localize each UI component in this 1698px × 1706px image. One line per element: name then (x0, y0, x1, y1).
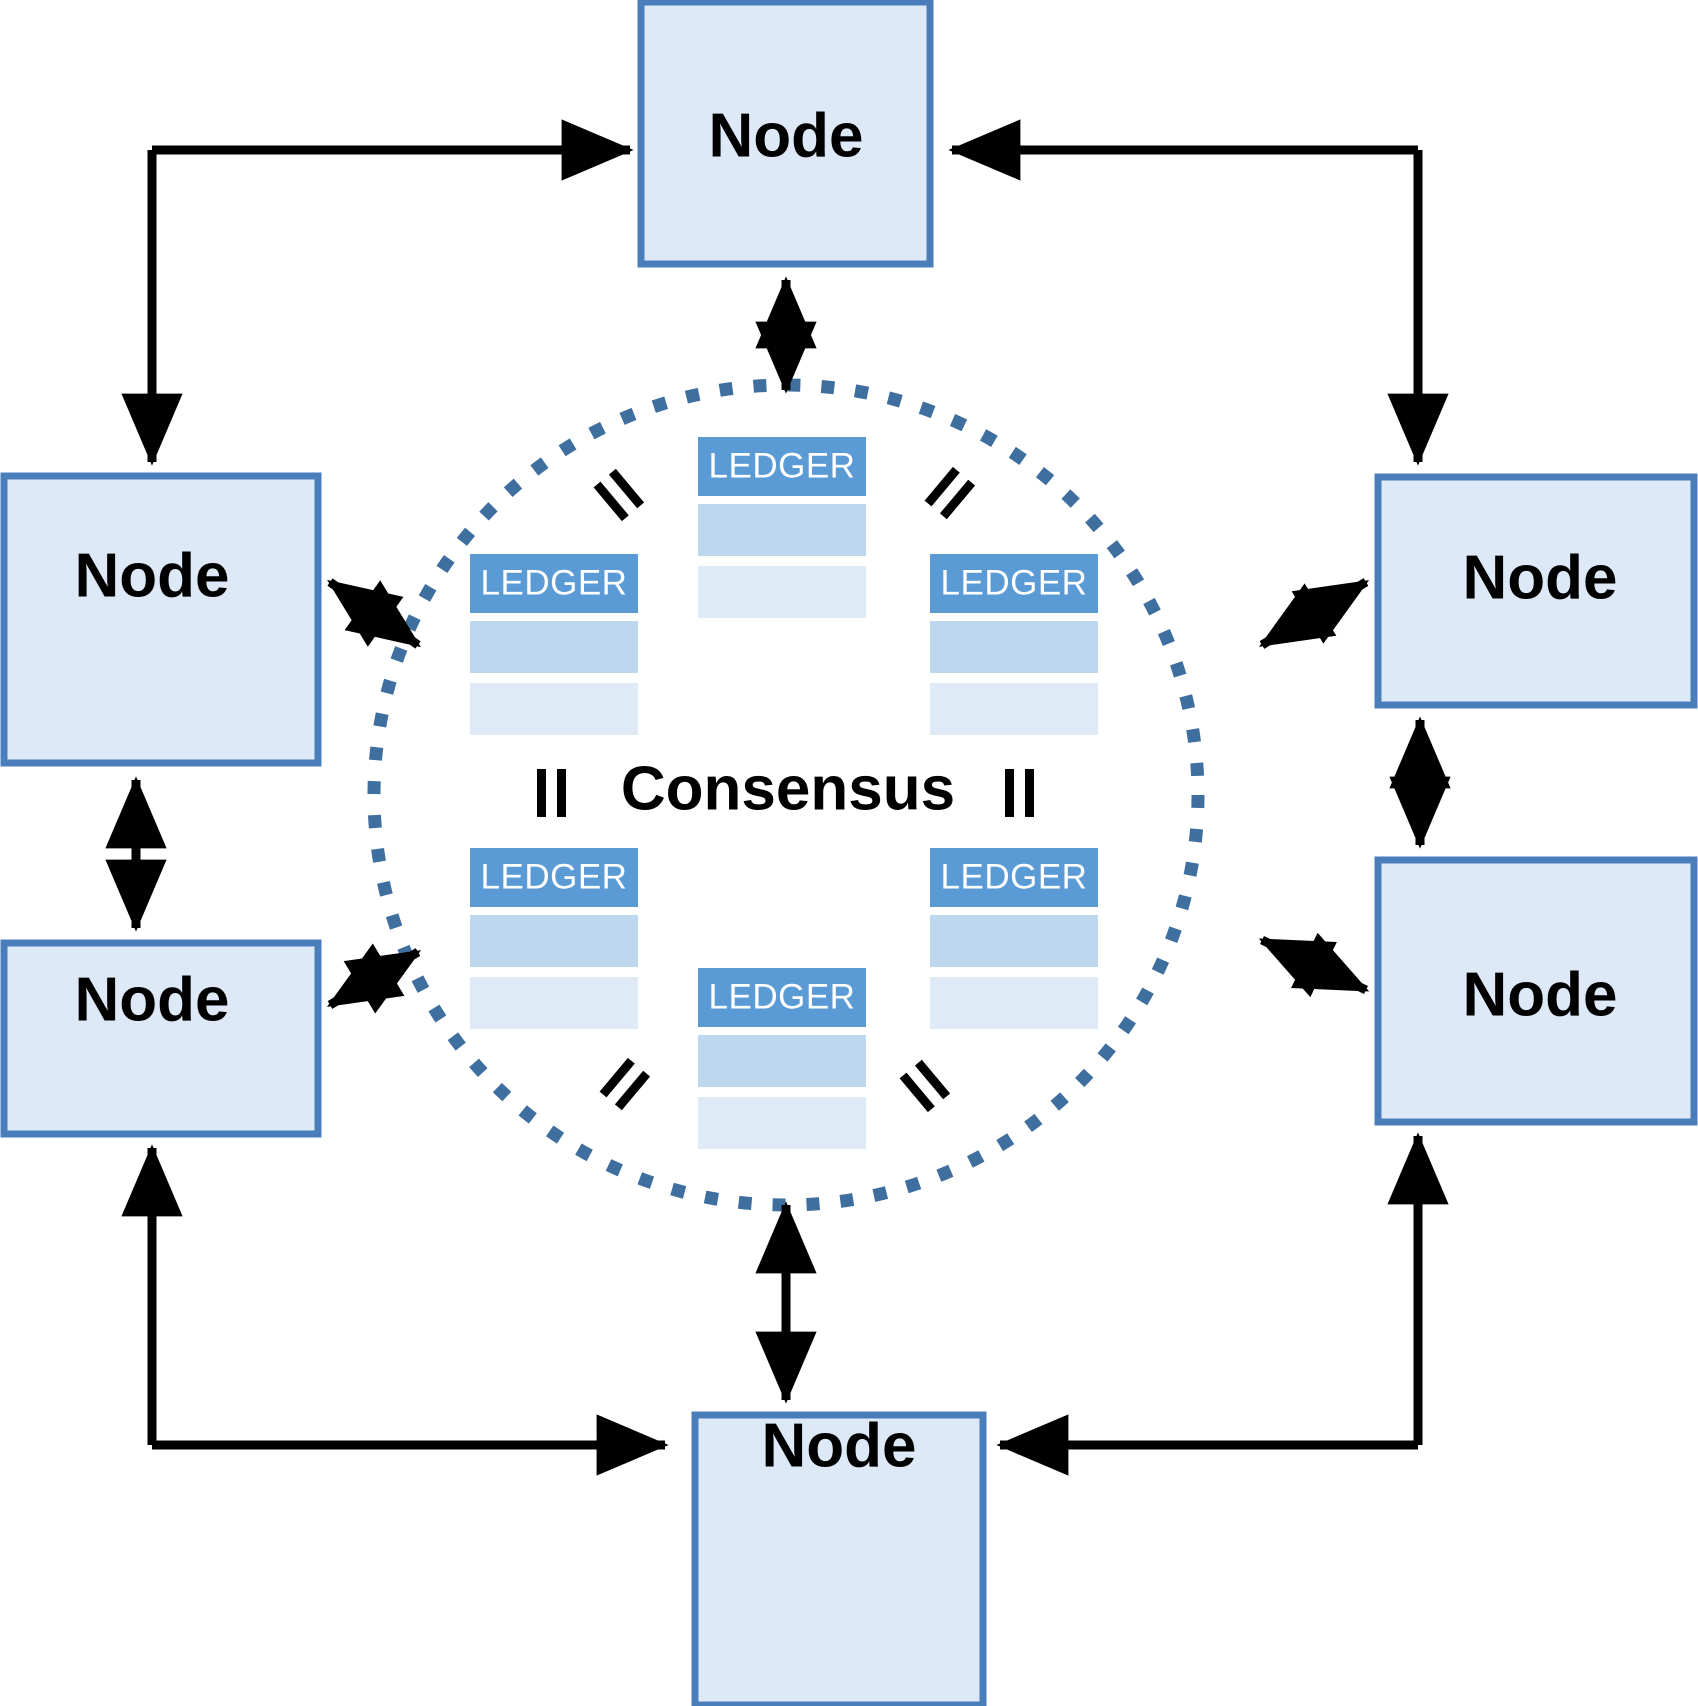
node-right-upper-box[interactable] (1374, 473, 1698, 709)
ledger-lower-left-label: LEDGER (481, 857, 628, 896)
ledger-top-row3 (698, 566, 866, 618)
node-left-lower-box[interactable] (0, 939, 322, 1138)
ledger-upper-left[interactable]: LEDGER (470, 554, 638, 735)
ledger-upper-left-header (470, 554, 638, 613)
ledger-lower-right-header (930, 848, 1098, 907)
node-bottom-label: Node (762, 1411, 917, 1480)
ledger-upper-right-header (930, 554, 1098, 613)
node-left-upper-label: Node (75, 541, 230, 610)
ledger-top-row2 (698, 504, 866, 556)
ledger-top-header (698, 437, 866, 496)
node-right-upper-label: Node (1463, 543, 1618, 612)
node-right-lower-box[interactable] (1374, 856, 1698, 1126)
ledger-upper-right[interactable]: LEDGER (930, 554, 1098, 735)
outer-connector-arrows (105, 119, 1451, 1476)
ledger-upper-left-row2 (470, 621, 638, 673)
ledger-bottom-label: LEDGER (709, 977, 856, 1016)
ledger-lower-left[interactable]: LEDGER (470, 848, 638, 1029)
equals-upper-left-icon (593, 468, 645, 522)
node-top-label: Node (709, 101, 864, 170)
node-left-lower[interactable]: Node (0, 939, 322, 1138)
equals-upper-right-icon (924, 466, 976, 520)
arrow-leftupper-to-circle (327, 578, 421, 649)
ledger-lower-left-row3 (470, 977, 638, 1029)
ledger-upper-left-label: LEDGER (481, 563, 628, 602)
ledger-lower-right[interactable]: LEDGER (930, 848, 1098, 1029)
node-left-upper-box[interactable] (0, 472, 322, 767)
ledger-lower-left-header (470, 848, 638, 907)
node-left-upper[interactable]: Node (0, 472, 322, 767)
ledger-upper-right-row2 (930, 621, 1098, 673)
ledger-upper-right-label: LEDGER (941, 563, 1088, 602)
node-top[interactable]: Node (637, 0, 934, 268)
node-right-lower-label: Node (1463, 960, 1618, 1029)
node-right-upper[interactable]: Node (1374, 473, 1698, 709)
ledger-lower-right-label: LEDGER (941, 857, 1088, 896)
node-left-lower-label: Node (75, 965, 230, 1034)
consensus-circle (367, 378, 1205, 1212)
ledger-bottom[interactable]: LEDGER (698, 968, 866, 1149)
ledger-upper-left-row3 (470, 683, 638, 735)
node-bottom-box[interactable] (691, 1411, 987, 1706)
node-bottom[interactable]: Node (691, 1411, 987, 1706)
ledger-top-label: LEDGER (709, 446, 856, 485)
arrow-rightlower-to-circle (1258, 932, 1370, 998)
ledger-bottom-header (698, 968, 866, 1027)
ledger-lower-left-row2 (470, 915, 638, 967)
node-circle-arrows (326, 276, 1370, 1404)
ledger-stacks: LEDGER LEDGER LEDGER LEDGER (470, 437, 1098, 1149)
arrow-rightupper-to-circle (1258, 578, 1370, 649)
equals-lower-left-icon (599, 1057, 651, 1111)
equals-mid-right-icon (1005, 769, 1034, 817)
ledger-bottom-row3 (698, 1097, 866, 1149)
node-top-box[interactable] (637, 0, 934, 268)
ledger-lower-right-row3 (930, 977, 1098, 1029)
node-right-lower[interactable]: Node (1374, 856, 1698, 1126)
ledger-top[interactable]: LEDGER (698, 437, 866, 618)
ledger-lower-right-row2 (930, 915, 1098, 967)
arrow-leftlower-to-circle (326, 943, 422, 1014)
consensus-label: Consensus (621, 754, 955, 823)
ledger-upper-right-row3 (930, 683, 1098, 735)
equals-lower-right-icon (899, 1059, 951, 1113)
equals-marks (537, 466, 1034, 1113)
equals-mid-left-icon (537, 769, 566, 817)
ledger-bottom-row2 (698, 1035, 866, 1087)
